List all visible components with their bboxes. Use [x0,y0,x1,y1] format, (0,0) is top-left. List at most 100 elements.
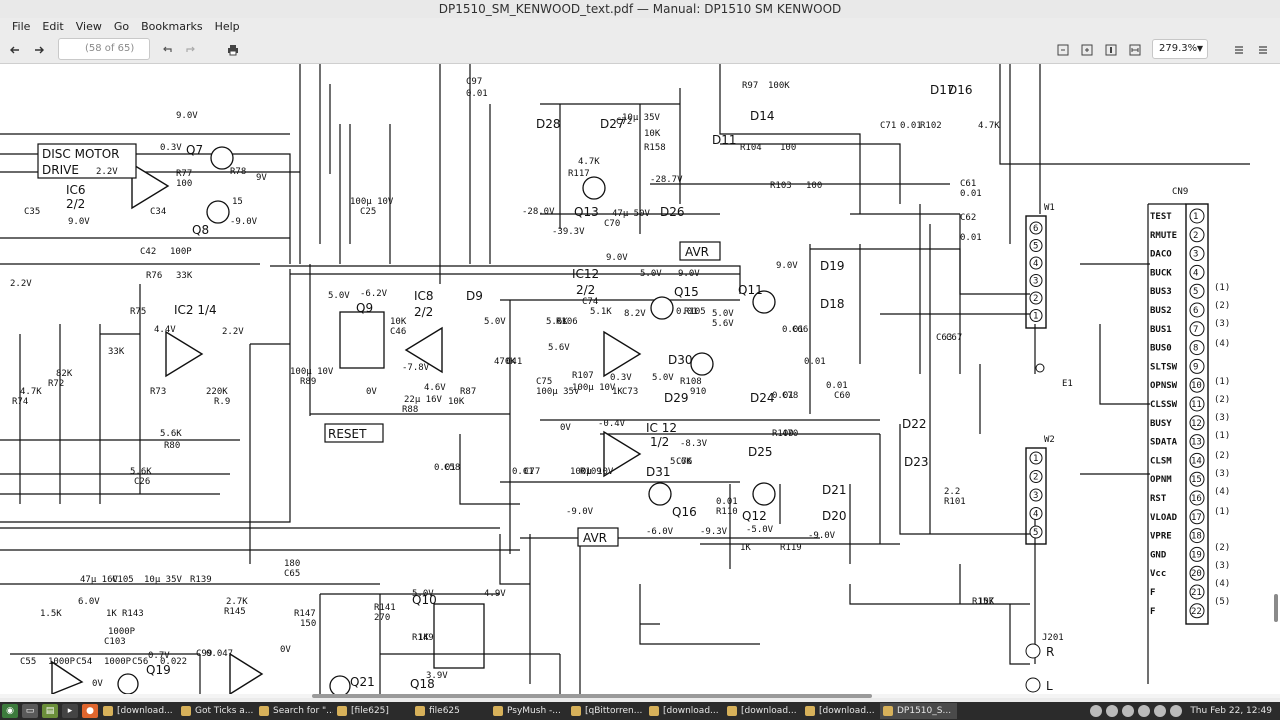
taskbar-window-button[interactable]: [download... [100,703,177,719]
cn9-pin-terminal [1189,321,1205,337]
voltage-label: 9.0V [176,111,198,121]
menu-file[interactable]: File [12,20,31,33]
voltage-label: 0V [560,423,571,433]
taskbar-window-button[interactable]: Got Ticks a... [178,703,255,719]
vertical-scroll-thumb[interactable] [1274,594,1278,622]
component-label: 1K [740,543,751,553]
back-arrow-icon[interactable] [6,41,24,59]
forward-arrow-icon[interactable] [30,41,48,59]
component-label: C103 [104,637,126,647]
voltage-label: 4.6V [424,383,446,393]
taskbar-window-button[interactable]: [download... [724,703,801,719]
component-label: 0.01 [512,467,534,477]
firefox-icon[interactable]: ● [82,704,98,718]
q21-symbol [329,675,351,694]
menu-icon[interactable] [1230,41,1248,59]
tray-app-icon[interactable] [1090,705,1103,717]
document-viewer[interactable]: DISC MOTOR DRIVE IC6 2/2 IC2 1/4 IC8 2/2… [0,64,1280,694]
component-label: 0.01 [466,89,488,99]
component-label: R149 [412,633,434,643]
diode-label: D25 [748,445,773,459]
component-label: C42 [140,247,156,257]
show-desktop-icon[interactable]: ▭ [22,704,38,718]
transistor-label: Q10 [412,593,437,607]
taskbar-window-button[interactable]: [file625] [334,703,411,719]
clock[interactable]: Thu Feb 22, 12:49 [1190,706,1272,716]
menu-bookmarks[interactable]: Bookmarks [141,20,203,33]
side-ref-label: (1) [1214,507,1230,517]
component-label: C105 [112,575,134,585]
taskbar-window-button[interactable]: [qBittorren... [568,703,645,719]
menu-view[interactable]: View [75,20,102,33]
taskbar-window-label: PsyMush -... [507,706,561,716]
component-label: 100μ 10V [290,367,334,377]
zoom-in-icon[interactable] [1078,41,1096,59]
cn9-pin-terminal [1189,434,1205,450]
fit-page-icon[interactable] [1102,41,1120,59]
taskbar-window-button[interactable]: [download... [646,703,723,719]
side-ref-label: (2) [1214,451,1230,461]
component-label: C34 [150,207,166,217]
sidebar-icon[interactable] [1254,41,1272,59]
vertical-scrollbar[interactable] [1273,64,1279,694]
component-label: 0.022 [160,657,187,667]
history-back-icon[interactable] [158,41,176,59]
taskbar-window-button[interactable]: file625 [412,703,489,719]
taskbar-window-button[interactable]: Search for "... [256,703,333,719]
file-manager-icon[interactable]: ▤ [42,704,58,718]
label-l: L [1046,679,1053,693]
component-label: C66 [792,325,808,335]
page-number-input[interactable]: (58 of 65) [58,38,150,60]
component-label: 100 [806,181,822,191]
component-label: 5.6K [670,457,692,467]
cn9-pin-terminal [1189,208,1205,224]
cn9-pin-number: 19 [1191,550,1202,560]
label-ic12a-sub: 2/2 [576,283,595,297]
history-forward-icon[interactable] [182,41,200,59]
cn9-pin-number: 13 [1191,438,1202,448]
cn9-pin-name: Vcc [1150,569,1166,579]
component-label: 470K [494,357,516,367]
diode-label: D19 [820,259,845,273]
component-label: 1K [418,633,429,643]
cn9-pin-terminal [1189,377,1205,393]
voltage-label: 9.0V [678,269,700,279]
update-icon[interactable] [1106,705,1119,717]
zoom-select[interactable]: 279.3% ▼ [1152,39,1208,59]
menu-go[interactable]: Go [113,20,130,33]
component-label: C54 [76,657,92,667]
network-icon[interactable] [1154,705,1167,717]
voltage-label: -39.3V [552,227,585,237]
q16-symbol [648,482,672,506]
menu-help[interactable]: Help [214,20,240,33]
component-label: 100K [768,81,790,91]
taskbar-window-button[interactable]: PsyMush -... [490,703,567,719]
cn9-pin-terminal [1189,584,1205,600]
component-label: R109 [580,467,602,477]
voltage-label: 5.0V [484,317,506,327]
volume-icon[interactable] [1170,705,1183,717]
q13-symbol [582,176,606,200]
fit-width-icon[interactable] [1126,41,1144,59]
start-menu-icon[interactable]: ◉ [2,704,18,718]
horizontal-scrollbar[interactable] [0,694,1280,698]
terminal-icon[interactable]: ▸ [62,704,78,718]
voltage-label: 6.0V [78,597,100,607]
cn9-pin-number: 21 [1191,588,1202,598]
cn9-pin-name: SDATA [1150,438,1178,448]
cn9-pin-terminal [1189,546,1205,562]
component-label: 0.01 [782,325,804,335]
w2-pin-terminal [1029,451,1043,465]
shield-icon[interactable] [1138,705,1151,717]
transistor-label: Q7 [186,143,203,157]
label-ic12b: IC 12 [646,421,677,435]
taskbar-window-button[interactable]: DP1510_S... [880,703,957,719]
print-icon[interactable] [224,41,242,59]
w1-pin-number: 3 [1033,277,1038,287]
bluetooth-icon[interactable] [1122,705,1135,717]
horizontal-scroll-thumb[interactable] [312,694,872,698]
menu-edit[interactable]: Edit [42,20,64,33]
zoom-out-icon[interactable] [1054,41,1072,59]
taskbar-window-button[interactable]: [download... [802,703,879,719]
